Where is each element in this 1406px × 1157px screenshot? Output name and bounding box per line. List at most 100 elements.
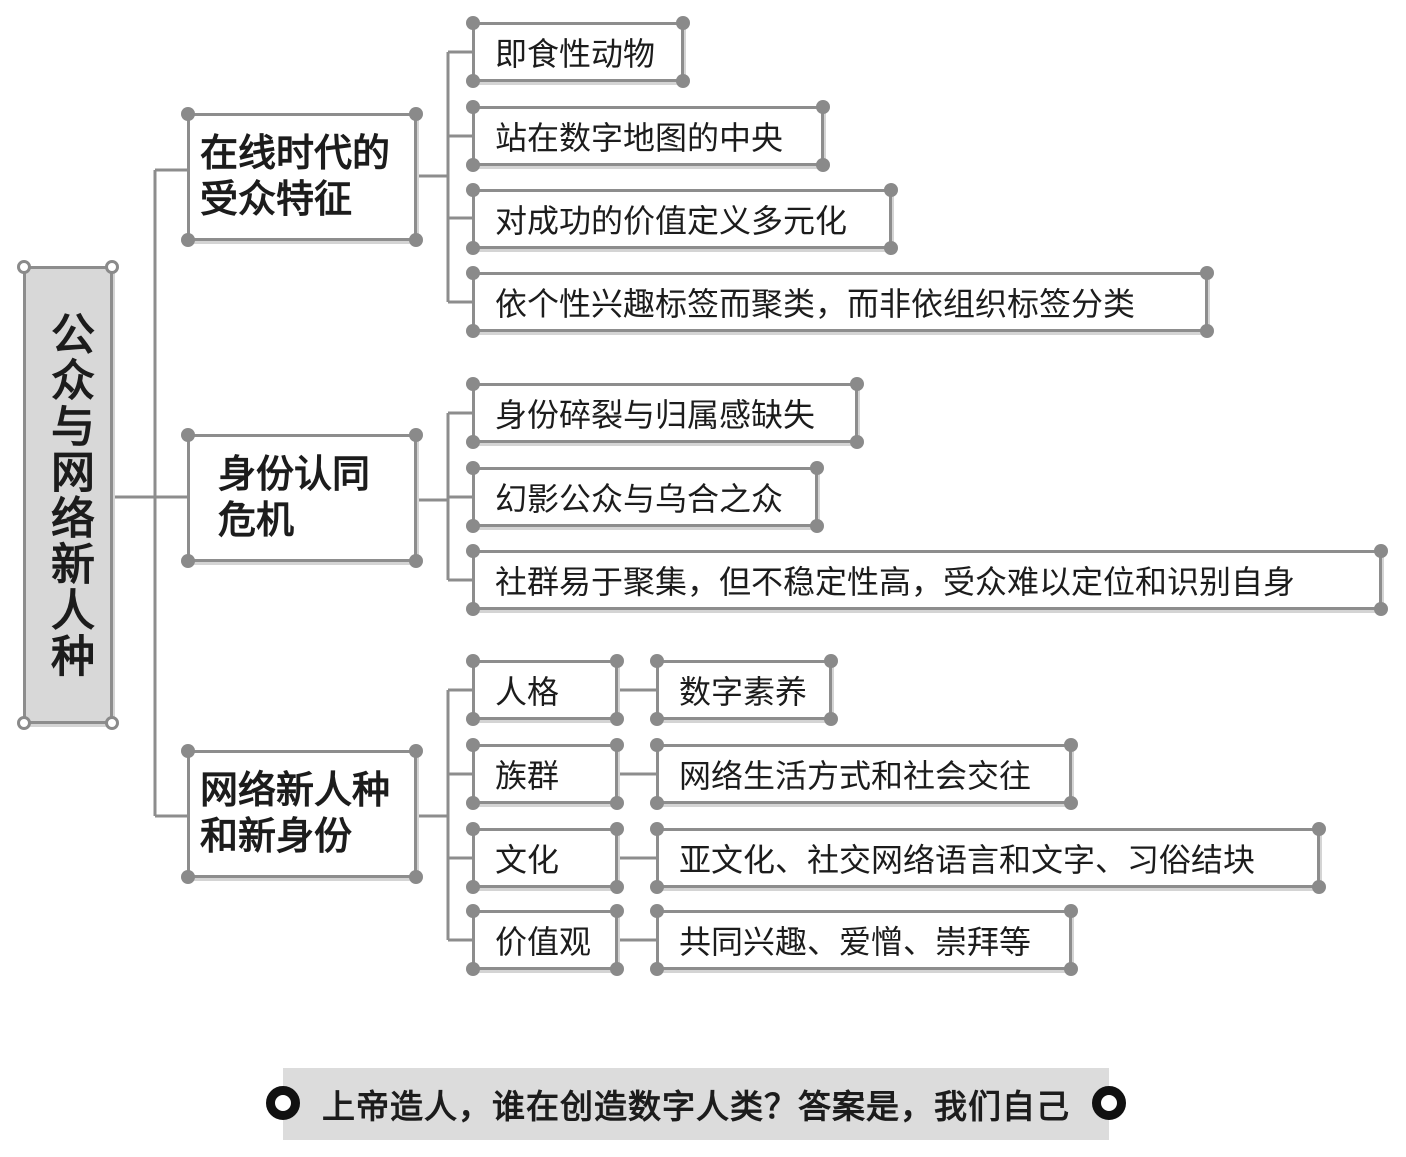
corner-handle: [1064, 796, 1078, 810]
corner-handle: [17, 260, 31, 274]
corner-handle: [466, 324, 480, 338]
corner-handle: [610, 880, 624, 894]
corner-handle: [105, 716, 119, 730]
leaf-label: 依个性兴趣标签而聚类，而非依组织标签分类: [495, 286, 1136, 322]
corner-handle: [650, 822, 664, 836]
corner-handle: [610, 904, 624, 918]
corner-handle: [850, 435, 864, 449]
corner-handle: [650, 654, 664, 668]
corner-handle: [466, 544, 480, 558]
leaf-node[interactable]: 社群易于聚集，但不稳定性高，受众难以定位和识别自身: [466, 544, 1388, 616]
corner-handle: [466, 712, 480, 726]
corner-handle: [466, 377, 480, 391]
corner-handle: [409, 554, 423, 568]
corner-handle: [17, 716, 31, 730]
corner-handle: [1312, 822, 1326, 836]
corner-handle: [181, 554, 195, 568]
corner-handle: [466, 519, 480, 533]
corner-handle: [409, 870, 423, 884]
corner-handle: [466, 461, 480, 475]
corner-handle: [466, 738, 480, 752]
detail-label: 网络生活方式和社会交往: [679, 758, 1032, 794]
corner-handle: [650, 962, 664, 976]
leaf-node[interactable]: 族群: [466, 738, 624, 810]
leaf-node[interactable]: 价值观: [466, 904, 624, 976]
corner-handle: [466, 266, 480, 280]
corner-handle: [850, 377, 864, 391]
leaf-label: 文化: [495, 842, 560, 878]
corner-handle: [1064, 904, 1078, 918]
corner-handle: [466, 880, 480, 894]
detail-node[interactable]: 数字素养: [650, 654, 838, 726]
corner-handle: [676, 74, 690, 88]
corner-handle: [610, 796, 624, 810]
root-label: 公众与网络新人种: [44, 311, 93, 679]
corner-handle: [181, 107, 195, 121]
corner-handle: [650, 904, 664, 918]
corner-handle: [810, 461, 824, 475]
detail-node[interactable]: 网络生活方式和社会交往: [650, 738, 1078, 810]
branch-node-identity-crisis[interactable]: 身份认同危机: [181, 428, 423, 568]
leaf-node[interactable]: 即食性动物: [466, 16, 690, 88]
corner-handle: [466, 796, 480, 810]
corner-handle: [676, 16, 690, 30]
leaf-node[interactable]: 对成功的价值定义多元化: [466, 183, 898, 255]
corner-handle: [884, 241, 898, 255]
footer-banner: 上帝造人，谁在创造数字人类？答案是，我们自己: [283, 1068, 1109, 1140]
leaf-node[interactable]: 幻影公众与乌合之众: [466, 461, 824, 533]
detail-label: 亚文化、社交网络语言和文字、习俗结块: [679, 842, 1256, 878]
leaf-node[interactable]: 身份碎裂与归属感缺失: [466, 377, 864, 449]
corner-handle: [181, 428, 195, 442]
corner-handle: [466, 435, 480, 449]
leaf-node[interactable]: 站在数字地图的中央: [466, 100, 830, 172]
corner-handle: [466, 74, 480, 88]
corner-handle: [824, 654, 838, 668]
branch-node-audience-features[interactable]: 在线时代的受众特征: [181, 107, 423, 247]
ring-bullet-icon: [266, 1086, 300, 1120]
corner-handle: [466, 241, 480, 255]
leaf-label: 站在数字地图的中央: [495, 120, 784, 156]
corner-handle: [466, 962, 480, 976]
leaf-label: 社群易于聚集，但不稳定性高，受众难以定位和识别自身: [495, 564, 1296, 600]
branch-label: 在线时代的受众特征: [200, 133, 391, 221]
branch-label: 身份认同危机: [218, 454, 371, 542]
corner-handle: [610, 712, 624, 726]
corner-handle: [1064, 738, 1078, 752]
corner-handle: [610, 962, 624, 976]
corner-handle: [466, 16, 480, 30]
corner-handle: [816, 100, 830, 114]
leaf-label: 即食性动物: [495, 36, 656, 72]
corner-handle: [650, 796, 664, 810]
corner-handle: [466, 822, 480, 836]
corner-handle: [466, 158, 480, 172]
branch-node-new-race[interactable]: 网络新人种和新身份: [181, 744, 423, 884]
corner-handle: [466, 654, 480, 668]
leaf-label: 族群: [495, 758, 560, 794]
corner-handle: [610, 822, 624, 836]
corner-handle: [466, 183, 480, 197]
detail-node[interactable]: 亚文化、社交网络语言和文字、习俗结块: [650, 822, 1326, 894]
leaf-node[interactable]: 人格: [466, 654, 624, 726]
corner-handle: [409, 107, 423, 121]
branch-label: 网络新人种和新身份: [200, 770, 391, 858]
corner-handle: [466, 602, 480, 616]
detail-label: 数字素养: [679, 674, 808, 710]
leaf-node[interactable]: 依个性兴趣标签而聚类，而非依组织标签分类: [466, 266, 1214, 338]
leaf-node[interactable]: 文化: [466, 822, 624, 894]
ring-bullet-icon: [1092, 1086, 1126, 1120]
corner-handle: [650, 880, 664, 894]
corner-handle: [105, 260, 119, 274]
corner-handle: [824, 712, 838, 726]
corner-handle: [1374, 602, 1388, 616]
root-node[interactable]: 公众与网络新人种: [17, 260, 119, 730]
corner-handle: [1200, 324, 1214, 338]
corner-handle: [181, 870, 195, 884]
corner-handle: [610, 738, 624, 752]
footer-text: 上帝造人，谁在创造数字人类？答案是，我们自己: [322, 1088, 1070, 1125]
corner-handle: [1374, 544, 1388, 558]
corner-handle: [409, 428, 423, 442]
corner-handle: [650, 712, 664, 726]
corner-handle: [181, 744, 195, 758]
corner-handle: [181, 233, 195, 247]
detail-node[interactable]: 共同兴趣、爱憎、崇拜等: [650, 904, 1078, 976]
